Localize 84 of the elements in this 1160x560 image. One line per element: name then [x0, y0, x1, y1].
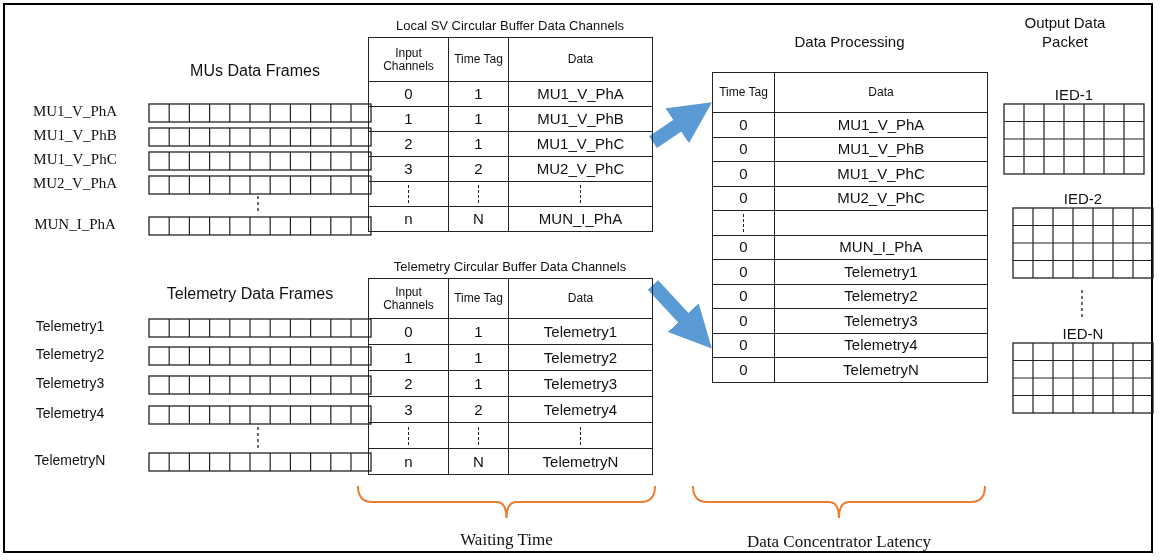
table-cell: n: [368, 448, 449, 475]
header-cell: Input Channels: [368, 37, 449, 82]
table-cell: n: [368, 206, 449, 232]
table-cell: 3: [368, 396, 449, 423]
table-cell: 0: [712, 284, 775, 309]
header-cell: Time Tag: [712, 72, 775, 113]
table-cell: 0: [368, 318, 449, 345]
frame-label: MU1_V_PhA: [31, 103, 119, 120]
brace-label: Data Concentrator Latency: [745, 532, 933, 552]
frame-label: Telemetry3: [34, 375, 106, 391]
table-cell: 3: [368, 156, 449, 182]
table-cell: N: [448, 448, 509, 475]
table-cell: Telemetry2: [508, 344, 653, 371]
frame-label: MUN_I_PhA: [33, 216, 117, 233]
buffer-table: [712, 33, 987, 383]
section-heading: MUs Data Frames: [189, 62, 321, 80]
table-cell: 2: [448, 156, 509, 182]
table-cell: MUN_I_PhA: [508, 206, 653, 232]
table-cell: 0: [712, 112, 775, 137]
table-cell: 1: [448, 318, 509, 345]
header-cell: Data: [508, 37, 653, 82]
table-cell: MU2_V_PhC: [774, 186, 988, 211]
table-cell: 2: [368, 131, 449, 157]
header-cell: Input Channels: [368, 278, 449, 319]
table-title: Data Processing: [793, 33, 906, 50]
table-cell: 0: [712, 137, 775, 162]
table-cell: 2: [368, 370, 449, 397]
table-cell: MU2_V_PhC: [508, 156, 653, 182]
header-cell: Time Tag: [448, 37, 509, 82]
table-cell: 1: [368, 344, 449, 371]
table-cell: 1: [448, 344, 509, 371]
block-arrow: [647, 280, 712, 349]
table-cell: N: [448, 206, 509, 232]
table-cell: Telemetry1: [508, 318, 653, 345]
table-cell: TelemetryN: [774, 357, 988, 382]
table-cell: MU1_V_PhB: [508, 106, 653, 132]
table-cell: 0: [712, 333, 775, 358]
frame-label: Telemetry1: [34, 318, 106, 334]
table-cell: 1: [368, 106, 449, 132]
frame-label: Telemetry2: [34, 346, 106, 362]
packet-title: IED-N: [1061, 325, 1105, 342]
section-heading: Output Data Packet: [1023, 14, 1107, 52]
table-title: Local SV Circular Buffer Data Channels: [394, 18, 626, 33]
header-cell: Time Tag: [448, 278, 509, 319]
brace-label: Waiting Time: [459, 530, 554, 550]
table-cell: MU1_V_PhC: [774, 161, 988, 186]
table-cell: MU1_V_PhC: [508, 131, 653, 157]
table-cell: 0: [712, 161, 775, 186]
section-heading: Telemetry Data Frames: [165, 285, 335, 303]
frame-label: MU2_V_PhA: [31, 175, 119, 192]
table-cell: 0: [368, 81, 449, 107]
table-cell: Telemetry3: [508, 370, 653, 397]
table-cell: 0: [712, 308, 775, 333]
table-cell: Telemetry2: [774, 284, 988, 309]
frame-label: Telemetry4: [34, 405, 106, 421]
table-cell: 1: [448, 81, 509, 107]
table-cell: 0: [712, 357, 775, 382]
table-cell: 0: [712, 186, 775, 211]
table-cell: MUN_I_PhA: [774, 235, 988, 260]
table-cell: 0: [712, 235, 775, 260]
block-arrow: [649, 102, 712, 148]
table-title: Telemetry Circular Buffer Data Channels: [392, 259, 628, 274]
table-cell: Telemetry3: [774, 308, 988, 333]
packet-title: IED-1: [1053, 86, 1095, 103]
packet-title: IED-2: [1062, 190, 1104, 207]
buffer-table: [368, 259, 652, 475]
table-cell: Telemetry4: [774, 333, 988, 358]
table-cell: Telemetry4: [508, 396, 653, 423]
header-cell: Data: [774, 72, 988, 113]
table-cell: MU1_V_PhA: [774, 112, 988, 137]
frame-label: MU1_V_PhB: [32, 127, 118, 144]
table-cell: TelemetryN: [508, 448, 653, 475]
table-cell: 2: [448, 396, 509, 423]
table-cell: Telemetry1: [774, 259, 988, 284]
table-cell: MU1_V_PhA: [508, 81, 653, 107]
table-cell: 1: [448, 131, 509, 157]
table-cell: MU1_V_PhB: [774, 137, 988, 162]
buffer-table: [368, 18, 652, 232]
header-cell: Data: [508, 278, 653, 319]
table-cell: 0: [712, 259, 775, 284]
table-cell: 1: [448, 370, 509, 397]
table-cell: 1: [448, 106, 509, 132]
frame-label: MU1_V_PhC: [32, 151, 118, 168]
frame-label: TelemetryN: [33, 452, 107, 468]
